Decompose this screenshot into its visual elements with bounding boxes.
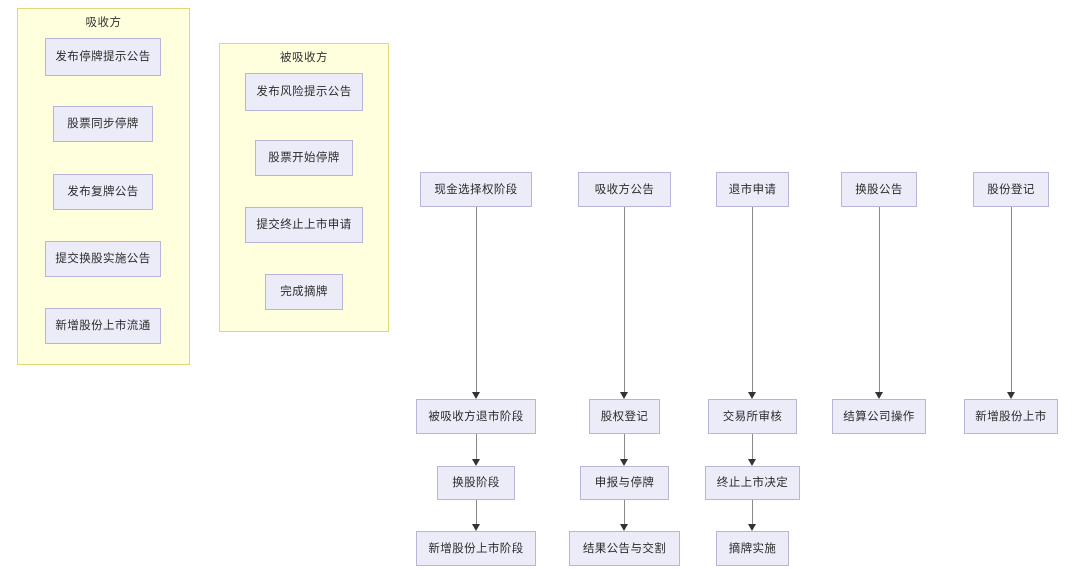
col-cash-option-edge-2-line (476, 500, 477, 525)
col-delisting-edge-2-arrowhead-icon (748, 524, 756, 531)
group-acquirer-title: 吸收方 (85, 15, 122, 29)
col-acquirer-announcement-edge-1-line (624, 434, 625, 460)
c3-n1-node[interactable]: 退市申请 (716, 172, 789, 207)
col-share-registration-edge-0-line (1011, 207, 1012, 393)
col-acquirer-announcement-edge-0-arrowhead-icon (620, 392, 628, 399)
c1-n1-node[interactable]: 现金选择权阶段 (420, 172, 532, 207)
col-cash-option-edge-2-arrowhead-icon (472, 524, 480, 531)
col-share-swap-edge-0-arrowhead-icon (875, 392, 883, 399)
col-cash-option-edge-1-arrowhead-icon (472, 459, 480, 466)
col-delisting-edge-1-arrowhead-icon (748, 459, 756, 466)
acq-4-node[interactable]: 提交换股实施公告 (45, 241, 161, 277)
c5-n1-node[interactable]: 股份登记 (973, 172, 1049, 207)
tgt-3-node[interactable]: 提交终止上市申请 (245, 207, 363, 243)
c3-n4-node[interactable]: 摘牌实施 (716, 531, 789, 566)
col-cash-option-edge-1-line (476, 434, 477, 460)
c4-n2-node[interactable]: 结算公司操作 (832, 399, 926, 434)
col-delisting-edge-2-line (752, 500, 753, 525)
c3-n3-node[interactable]: 终止上市决定 (705, 466, 800, 500)
c2-n3-node[interactable]: 申报与停牌 (580, 466, 669, 500)
col-acquirer-announcement-edge-0-line (624, 207, 625, 393)
c1-n4-node[interactable]: 新增股份上市阶段 (416, 531, 536, 566)
c1-n3-node[interactable]: 换股阶段 (437, 466, 515, 500)
col-acquirer-announcement-edge-1-arrowhead-icon (620, 459, 628, 466)
tgt-4-node[interactable]: 完成摘牌 (265, 274, 343, 310)
acq-5-node[interactable]: 新增股份上市流通 (45, 308, 161, 344)
c3-n2-node[interactable]: 交易所审核 (708, 399, 797, 434)
tgt-1-node[interactable]: 发布风险提示公告 (245, 73, 363, 111)
c2-n1-node[interactable]: 吸收方公告 (578, 172, 671, 207)
col-share-swap-edge-0-line (879, 207, 880, 393)
acq-3-node[interactable]: 发布复牌公告 (53, 174, 153, 210)
tgt-2-node[interactable]: 股票开始停牌 (255, 140, 353, 176)
col-delisting-edge-1-line (752, 434, 753, 460)
c4-n1-node[interactable]: 换股公告 (841, 172, 917, 207)
col-acquirer-announcement-edge-2-arrowhead-icon (620, 524, 628, 531)
c2-n2-node[interactable]: 股权登记 (589, 399, 660, 434)
acq-2-node[interactable]: 股票同步停牌 (53, 106, 153, 142)
c1-n2-node[interactable]: 被吸收方退市阶段 (416, 399, 536, 434)
col-cash-option-edge-0-arrowhead-icon (472, 392, 480, 399)
c5-n2-node[interactable]: 新增股份上市 (964, 399, 1058, 434)
col-delisting-edge-0-arrowhead-icon (748, 392, 756, 399)
col-acquirer-announcement-edge-2-line (624, 500, 625, 525)
acq-1-node[interactable]: 发布停牌提示公告 (45, 38, 161, 76)
col-delisting-edge-0-line (752, 207, 753, 393)
col-share-registration-edge-0-arrowhead-icon (1007, 392, 1015, 399)
group-target-title: 被吸收方 (280, 50, 328, 64)
c2-n4-node[interactable]: 结果公告与交割 (569, 531, 680, 566)
col-cash-option-edge-0-line (476, 207, 477, 393)
